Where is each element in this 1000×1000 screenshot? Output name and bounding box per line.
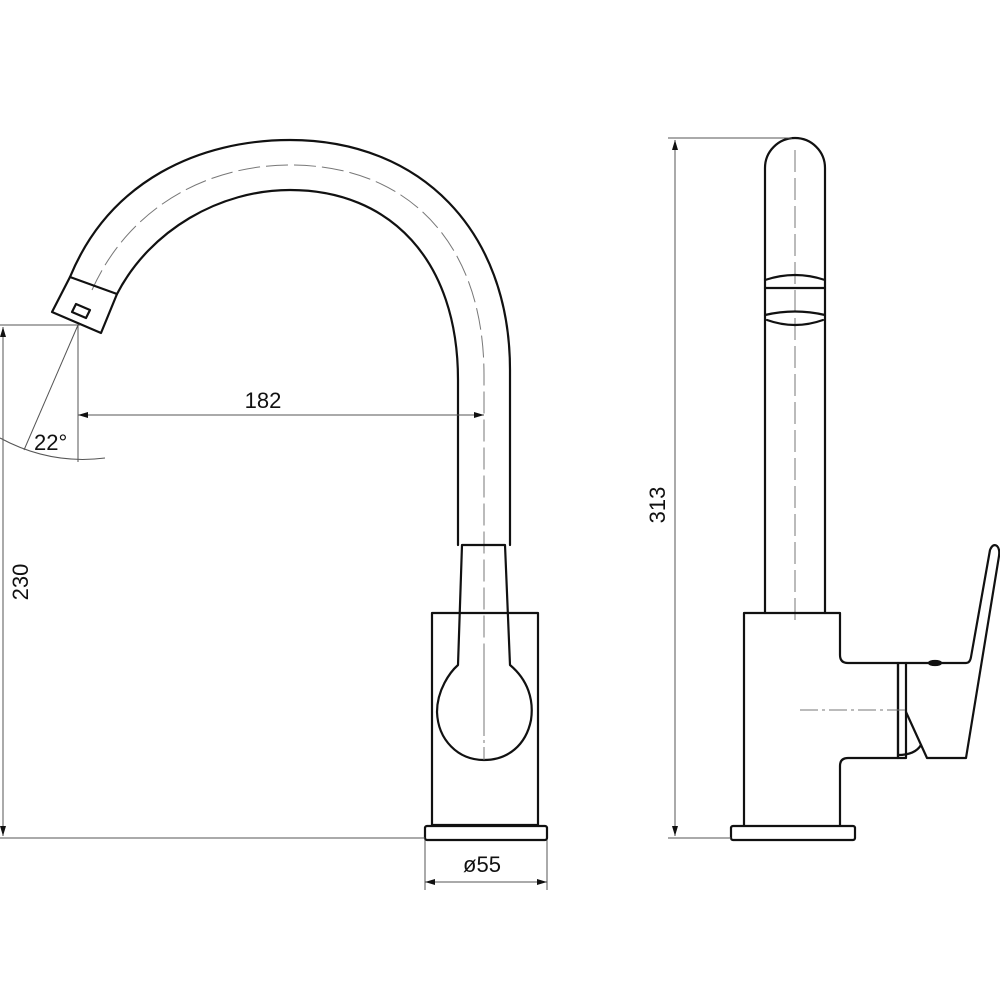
nozzle [50, 275, 119, 335]
dim-reach-label: 182 [245, 388, 282, 413]
side-view: 313 [645, 136, 1000, 842]
angle-arc [0, 437, 106, 460]
angle-ray [23, 324, 79, 451]
spout-centerline [91, 164, 485, 720]
side-handle [904, 544, 1000, 760]
dim-height-label: 230 [8, 564, 33, 601]
cartridge-curve [896, 743, 923, 757]
tube-ring [763, 273, 827, 327]
body [430, 611, 540, 827]
dim-angle-label: 22° [34, 430, 67, 455]
base-plate [423, 824, 549, 842]
side-base-plate [729, 824, 857, 842]
spout-outer [68, 138, 512, 547]
dim-total-height-label: 313 [645, 487, 670, 524]
side-body [742, 611, 900, 827]
spout-inner [115, 188, 460, 547]
front-view: 182 230 22° ø55 [0, 138, 549, 890]
side-tube [763, 136, 827, 615]
handle-screw [927, 659, 943, 667]
dim-base-label: ø55 [463, 852, 501, 877]
aerator [70, 302, 92, 320]
